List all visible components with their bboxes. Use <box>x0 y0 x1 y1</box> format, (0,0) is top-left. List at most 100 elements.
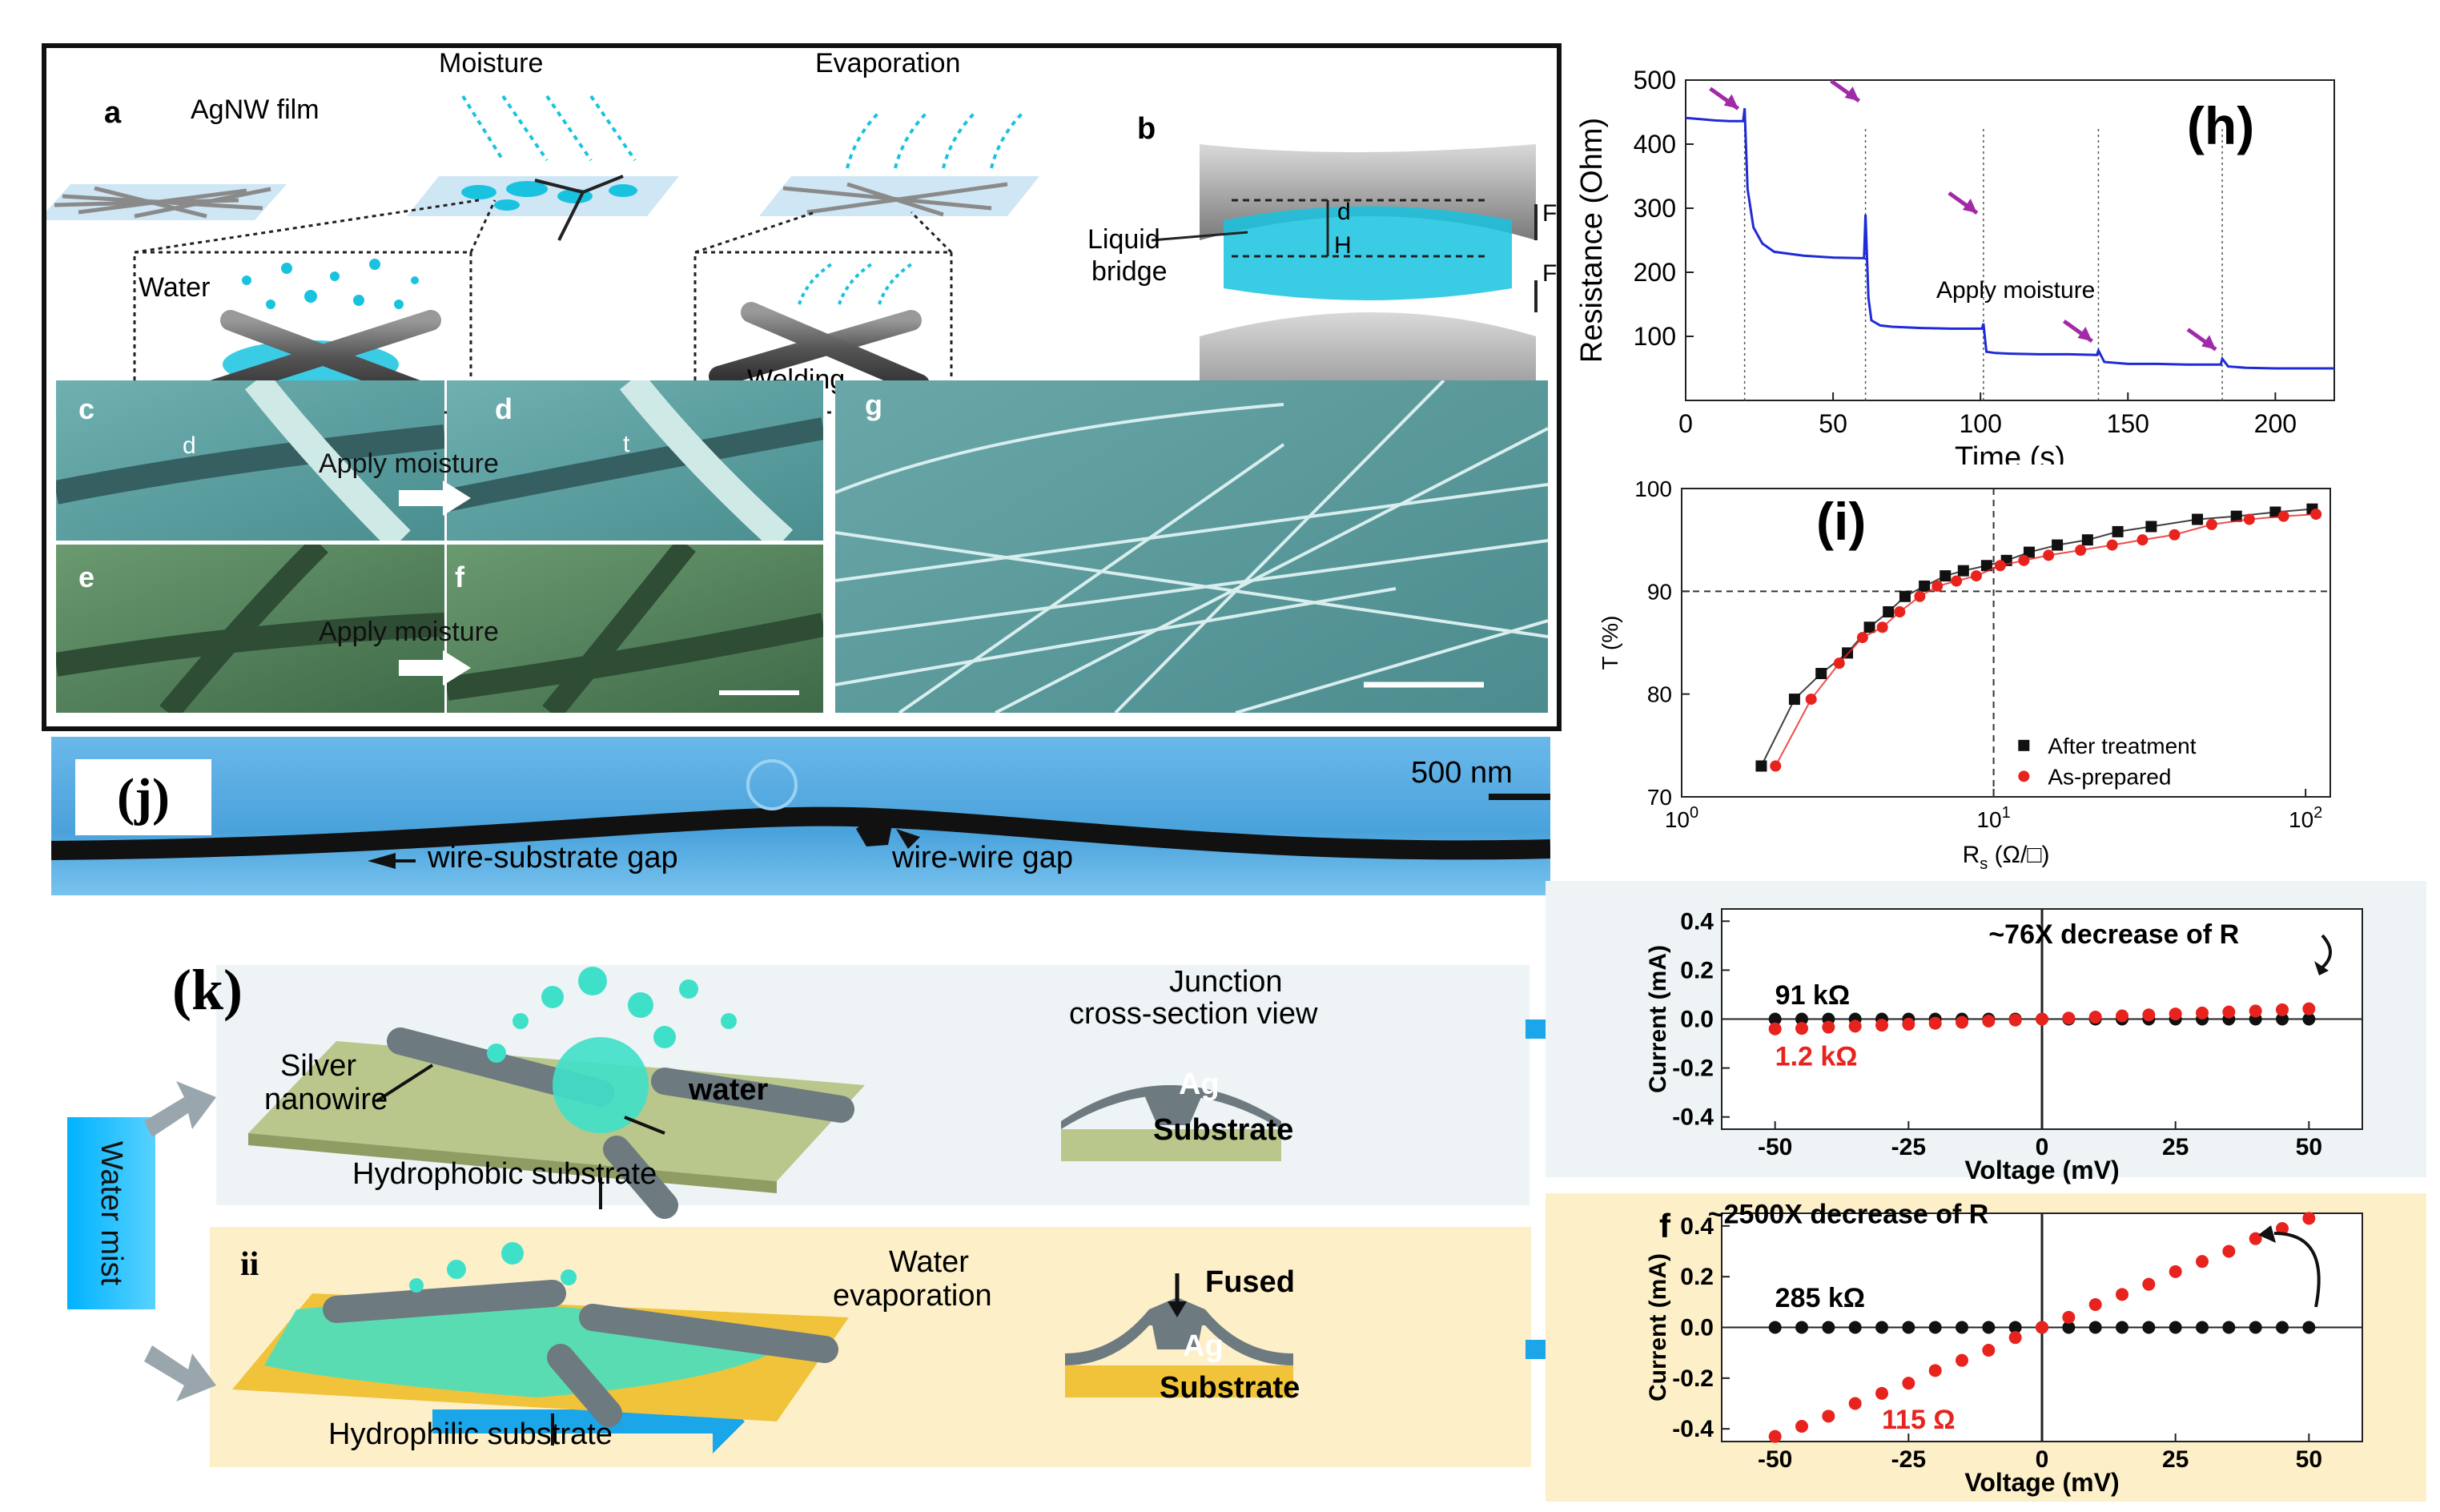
apply-moisture-1: Apply moisture <box>319 448 499 479</box>
sem-panel-c <box>56 380 444 541</box>
data-point-red <box>1822 1409 1835 1423</box>
data-point-red <box>2276 1222 2289 1235</box>
y-tick-label: 500 <box>1634 66 1676 94</box>
data-point-black <box>1822 1321 1835 1334</box>
data-point-black <box>2088 1321 2102 1334</box>
water-droplets <box>242 259 419 309</box>
x-tick-label: 0 <box>1678 409 1693 438</box>
data-point-red <box>2142 1277 2156 1291</box>
data-point-after <box>1899 590 1911 602</box>
data-point-red <box>2116 1288 2128 1301</box>
data-point-black <box>2116 1321 2128 1334</box>
plot-area-i <box>1681 488 2331 798</box>
y-tick-label: 0.0 <box>1680 1315 1714 1341</box>
data-point-black <box>1768 1321 1782 1334</box>
data-point-after <box>1788 694 1800 706</box>
data-point-black <box>2249 1321 2262 1334</box>
y-tick-label: 400 <box>1634 130 1676 159</box>
data-point-red <box>1902 1017 1915 1031</box>
y-tick-label: 0.4 <box>1680 1213 1714 1240</box>
annotation: ~76X decrease of R <box>1988 919 2239 950</box>
data-point-red <box>2196 1006 2209 1019</box>
sem-panel-e <box>56 545 444 713</box>
x-tick-label: -25 <box>1891 1134 1926 1160</box>
label-d: d <box>1337 199 1351 225</box>
label-hydrophilic: Hydrophilic substrate <box>328 1418 613 1451</box>
plot-area-h <box>1685 79 2335 401</box>
panel-j-image: (j) 500 nm wire-substrate gap wire-wire … <box>50 737 1581 895</box>
data-point-black <box>1795 1012 1808 1026</box>
label-red-resistance: 115 Ω <box>1882 1405 1956 1435</box>
data-point-asprepared <box>1833 657 1845 670</box>
data-point-red <box>1768 1022 1782 1035</box>
label-g: g <box>865 388 882 421</box>
data-point-red <box>2169 1007 2182 1021</box>
label-bridge: bridge <box>1091 256 1168 287</box>
x-axis-title: Voltage (mV) <box>1964 1468 2119 1497</box>
panel-a-to-g-frame: a AgNW film Moisture Evaporation Water W… <box>42 43 1562 731</box>
data-point-asprepared <box>1994 560 2006 572</box>
y-tick-label: 90 <box>1647 579 1672 604</box>
y-tick-label: -0.2 <box>1672 1365 1714 1392</box>
data-point-asprepared <box>2205 518 2217 530</box>
data-point-after <box>2230 510 2242 522</box>
y-tick-label: 0.2 <box>1680 957 1714 983</box>
data-point-red <box>1848 1397 1862 1410</box>
y-tick-label: -0.4 <box>1672 1416 1714 1442</box>
label-evap-water: Water <box>889 1245 969 1279</box>
data-point-after <box>2052 539 2064 551</box>
data-point-red <box>1956 1015 1968 1029</box>
label-evaporation: Evaporation <box>815 48 961 78</box>
label-junction: Junction <box>1169 965 1283 999</box>
data-point-asprepared <box>1856 632 1868 644</box>
data-point-after <box>1883 606 1895 617</box>
data-point-black <box>1875 1321 1888 1334</box>
x-tick-label: 200 <box>2254 409 2297 438</box>
data-point-asprepared <box>1805 694 1817 706</box>
data-point-after <box>1755 760 1767 772</box>
data-point-black <box>1848 1321 1862 1334</box>
data-point-asprepared <box>1770 760 1782 772</box>
x-tick-label: 100 <box>1959 409 2001 438</box>
x-tick-label: 0 <box>2036 1446 2049 1473</box>
y-tick-label: 80 <box>1647 682 1672 707</box>
panel-k-diagrams <box>232 967 1293 1454</box>
data-point-red <box>1768 1430 1782 1443</box>
label-c: c <box>78 392 95 425</box>
label-h: (h) <box>2187 96 2254 155</box>
x-axis-title: Time (s) <box>1955 441 2065 464</box>
data-point-red <box>2302 1212 2316 1225</box>
data-point-red <box>2088 1011 2102 1024</box>
label-f: f <box>455 561 464 593</box>
data-point-asprepared <box>1876 621 1888 633</box>
data-point-asprepared <box>2106 539 2118 551</box>
data-point-red <box>2169 1265 2182 1278</box>
data-point-red <box>1902 1377 1915 1390</box>
legend-after: After treatment <box>2048 734 2196 758</box>
data-point-asprepared <box>2277 510 2289 522</box>
data-point-red <box>2062 1310 2076 1324</box>
data-point-black <box>1956 1321 1968 1334</box>
annotation-apply-moisture: Apply moisture <box>1936 277 2095 304</box>
label-nanowire: nanowire <box>264 1083 388 1116</box>
evaporation-film-plate <box>759 176 1039 216</box>
data-point-after <box>2192 513 2204 525</box>
label-ag-1: Ag <box>1179 1068 1220 1101</box>
label-hydrophobic: Hydrophobic substrate <box>352 1157 657 1191</box>
label-substrate-2: Substrate <box>1160 1371 1300 1405</box>
curved-arrow <box>2273 1232 2321 1308</box>
label-H: H <box>1334 232 1352 259</box>
label-red-resistance: 1.2 kΩ <box>1775 1042 1858 1072</box>
data-point-red <box>2276 1003 2289 1016</box>
legend-marker-asprepared <box>2018 770 2030 782</box>
label-black-resistance: 285 kΩ <box>1775 1283 1865 1313</box>
data-point-after <box>1919 580 1931 592</box>
y-tick-label: 0.0 <box>1680 1007 1714 1033</box>
mist-droplets <box>487 967 737 1063</box>
data-point-black <box>1928 1321 1942 1334</box>
agnw-mesh <box>54 186 271 219</box>
sem-panel-g <box>835 380 1548 713</box>
label-black-resistance: 91 kΩ <box>1775 980 1850 1011</box>
